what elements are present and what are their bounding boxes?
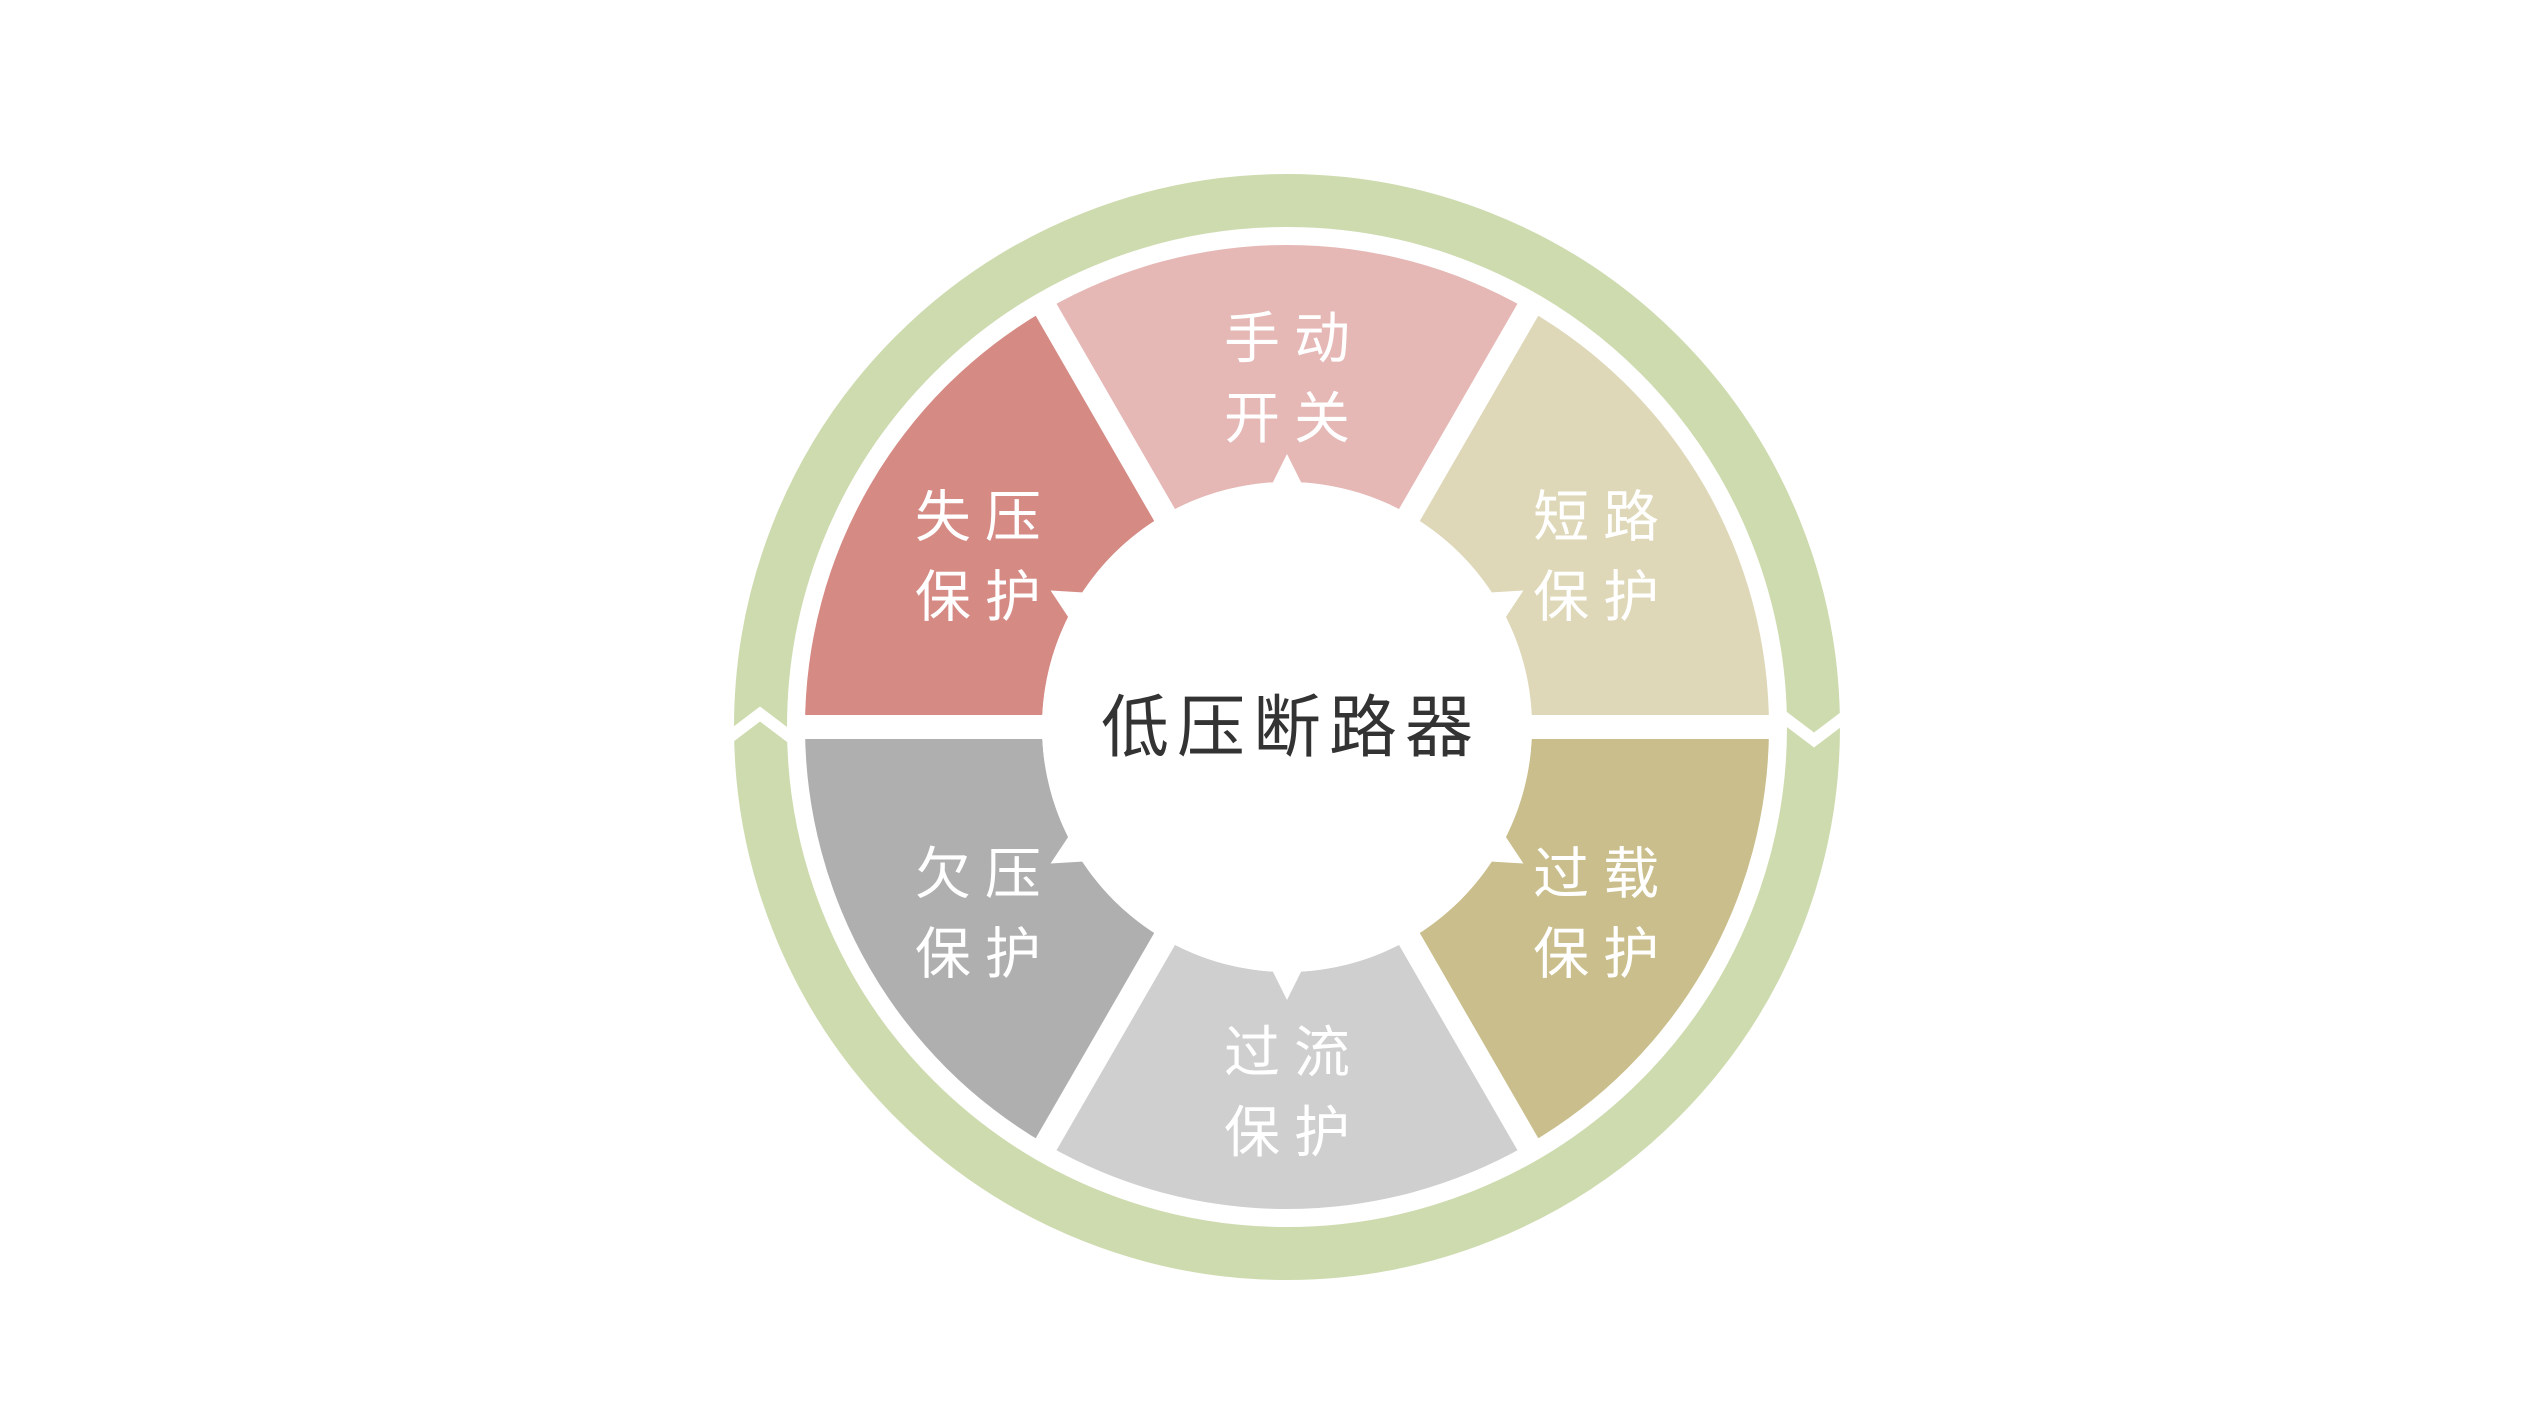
segment-shape [805, 727, 1165, 1145]
segment-label-line2: 保护 [1533, 923, 1673, 988]
segment-shape [1409, 309, 1769, 727]
outer-ring [723, 174, 1851, 1280]
segment-label-line2: 保护 [915, 923, 1055, 988]
center-title: 低压断路器 [1101, 689, 1481, 768]
arrow-notch [1485, 590, 1524, 622]
segment-label-line2: 保护 [915, 566, 1055, 631]
segment-label-line2: 开关 [1224, 387, 1364, 452]
segment-label-line2: 保护 [1533, 566, 1673, 631]
segment-label-line1: 过流 [1224, 1021, 1364, 1086]
center-circle [1042, 482, 1532, 972]
ring-band [734, 174, 1840, 1280]
segment-shape [1046, 939, 1528, 1209]
segment-shape [805, 309, 1165, 727]
arrow-notch [1270, 454, 1304, 488]
ring-chevron-left [723, 706, 797, 744]
segment-label-line1: 过载 [1533, 843, 1673, 908]
arrow-notch [1270, 966, 1304, 1000]
ring-chevron-right [1777, 710, 1851, 748]
segment-label-line1: 欠压 [915, 843, 1055, 908]
segment-label-line1: 短路 [1533, 486, 1673, 551]
arrow-notch [1050, 590, 1089, 622]
arrow-notch [1050, 832, 1089, 864]
segment-shape [1046, 244, 1528, 515]
arrow-notch [1485, 832, 1524, 864]
segment-label-line2: 保护 [1224, 1101, 1364, 1166]
segment-shape [1409, 727, 1769, 1145]
segment-label-line1: 失压 [915, 486, 1055, 551]
segment-label-line1: 手动 [1224, 307, 1364, 372]
